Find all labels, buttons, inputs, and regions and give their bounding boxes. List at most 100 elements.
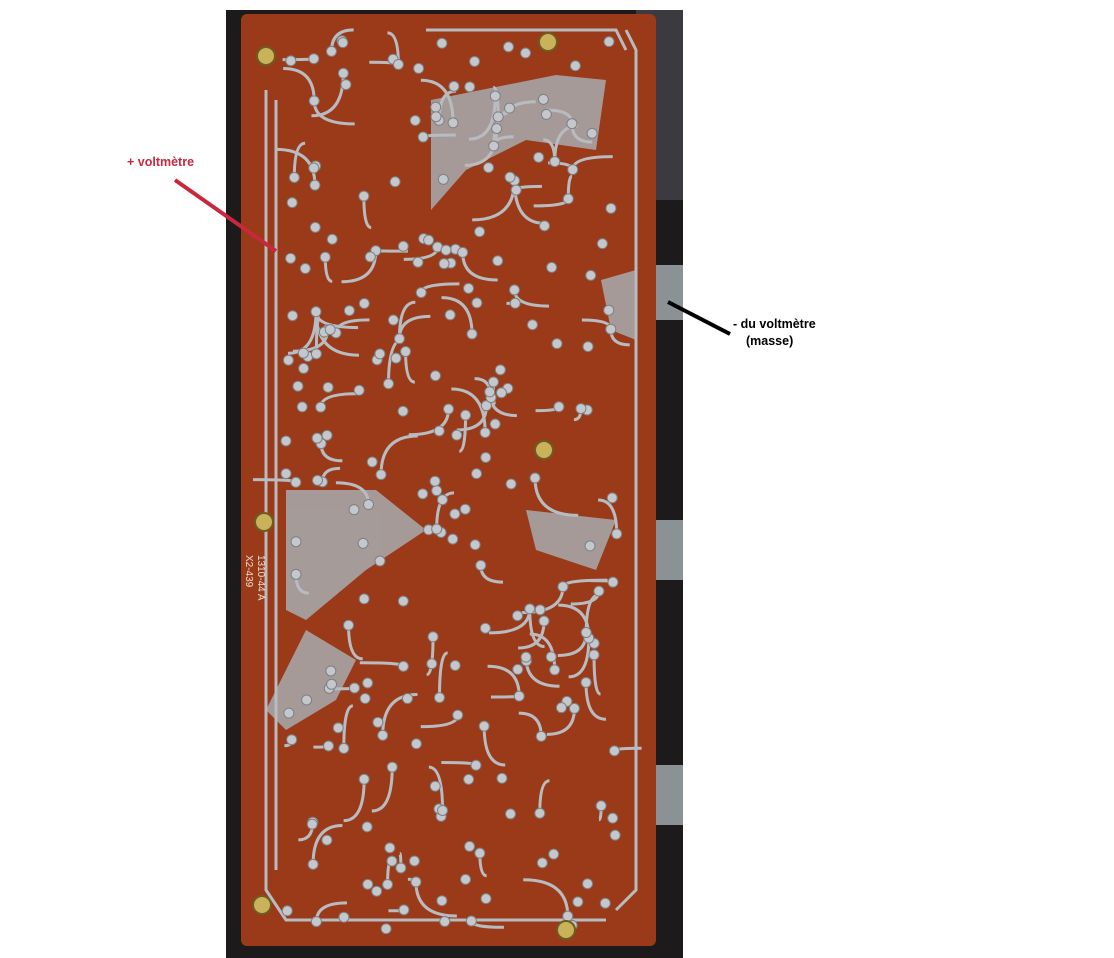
solder-pad bbox=[398, 904, 410, 916]
board-marking-1: 1310-44 A bbox=[255, 555, 266, 601]
solder-pad bbox=[392, 58, 404, 70]
trace bbox=[523, 878, 570, 917]
solder-pad bbox=[479, 427, 491, 439]
solder-pad bbox=[568, 702, 580, 714]
solder-pad bbox=[310, 348, 322, 360]
solder-pad bbox=[572, 896, 584, 908]
trace bbox=[441, 296, 474, 335]
solder-pad bbox=[512, 610, 524, 622]
solder-pad bbox=[400, 346, 412, 358]
solder-pad bbox=[603, 36, 615, 48]
solder-pad bbox=[439, 916, 451, 928]
solder-pad bbox=[489, 418, 501, 430]
solder-pad bbox=[447, 117, 459, 129]
solder-pad bbox=[280, 468, 292, 480]
trace bbox=[428, 765, 445, 811]
trace bbox=[464, 128, 499, 167]
screws bbox=[252, 32, 576, 940]
solder-pad bbox=[326, 678, 338, 690]
solder-pad bbox=[431, 523, 443, 535]
trace bbox=[420, 78, 455, 123]
solder-pad bbox=[358, 190, 370, 202]
solder-pad bbox=[489, 90, 501, 102]
solder-pad bbox=[338, 742, 350, 754]
solder-pad bbox=[566, 118, 578, 130]
solder-pad bbox=[310, 916, 322, 928]
solder-pad bbox=[495, 387, 507, 399]
solder-pad bbox=[464, 81, 476, 93]
solder-pad bbox=[540, 108, 552, 120]
solder-pad bbox=[480, 400, 492, 412]
solder-pad bbox=[348, 504, 360, 516]
negative-voltmeter-label: - du voltmètre bbox=[733, 317, 816, 331]
solder-pad bbox=[306, 818, 318, 830]
solder-pad bbox=[488, 140, 500, 152]
solder-pad bbox=[520, 47, 532, 59]
trace bbox=[343, 779, 366, 823]
solder-pad bbox=[337, 67, 349, 79]
trace bbox=[468, 96, 497, 141]
trace bbox=[492, 100, 536, 147]
solder-pad bbox=[466, 328, 478, 340]
solder-pad bbox=[513, 690, 525, 702]
trace bbox=[275, 147, 317, 186]
solder-pad bbox=[340, 79, 352, 91]
solder-pad bbox=[549, 156, 561, 168]
solder-pad bbox=[364, 251, 376, 263]
solder-pad bbox=[611, 528, 623, 540]
solder-pad bbox=[504, 102, 516, 114]
solder-pad bbox=[496, 772, 508, 784]
solder-pad bbox=[410, 738, 422, 750]
solder-pad bbox=[595, 800, 607, 812]
solder-pad bbox=[471, 297, 483, 309]
solder-pad bbox=[362, 677, 374, 689]
solder-pad bbox=[433, 425, 445, 437]
solder-pad bbox=[315, 401, 327, 413]
trace bbox=[584, 682, 607, 721]
solder-pad bbox=[534, 604, 546, 616]
solder-pad bbox=[538, 615, 550, 627]
solder-pad bbox=[603, 304, 615, 316]
solder-pad bbox=[358, 773, 370, 785]
solder-pad bbox=[447, 533, 459, 545]
solder-pad bbox=[281, 905, 293, 917]
solder-pad bbox=[596, 238, 608, 250]
trace bbox=[451, 387, 487, 433]
solder-pad bbox=[433, 692, 445, 704]
solder-pad bbox=[546, 261, 558, 273]
solder-pad bbox=[436, 895, 448, 907]
solder-pad bbox=[436, 37, 448, 49]
solder-pad bbox=[371, 885, 383, 897]
solder-pad bbox=[465, 915, 477, 927]
trace bbox=[437, 651, 449, 698]
solder-pad bbox=[324, 324, 336, 336]
solder-pad bbox=[292, 380, 304, 392]
solder-pad bbox=[580, 627, 592, 639]
solder-pad bbox=[393, 333, 405, 345]
solder-pad bbox=[512, 663, 524, 675]
solder-pad bbox=[357, 537, 369, 549]
solder-pad bbox=[309, 179, 321, 191]
solder-pad bbox=[321, 429, 333, 441]
solder-pad bbox=[353, 384, 365, 396]
solder-pad bbox=[431, 485, 443, 497]
solder-pad bbox=[562, 193, 574, 205]
solder-pad bbox=[533, 151, 545, 163]
solder-pad bbox=[297, 347, 309, 359]
solder-pad bbox=[285, 252, 297, 264]
solder-pad bbox=[298, 362, 310, 374]
solder-pad bbox=[509, 297, 521, 309]
solder-pad bbox=[326, 233, 338, 245]
solder-pad bbox=[413, 62, 425, 74]
trace bbox=[592, 654, 602, 696]
solder-pad bbox=[606, 492, 618, 504]
solder-pad bbox=[443, 403, 455, 415]
circuit-board bbox=[241, 14, 656, 946]
solder-pad bbox=[469, 55, 481, 67]
trace bbox=[458, 415, 468, 453]
solder-pad bbox=[584, 540, 596, 552]
solder-pad bbox=[536, 857, 548, 869]
solder-pads bbox=[280, 35, 623, 935]
solder-pad bbox=[534, 807, 546, 819]
solder-pad bbox=[287, 310, 299, 322]
